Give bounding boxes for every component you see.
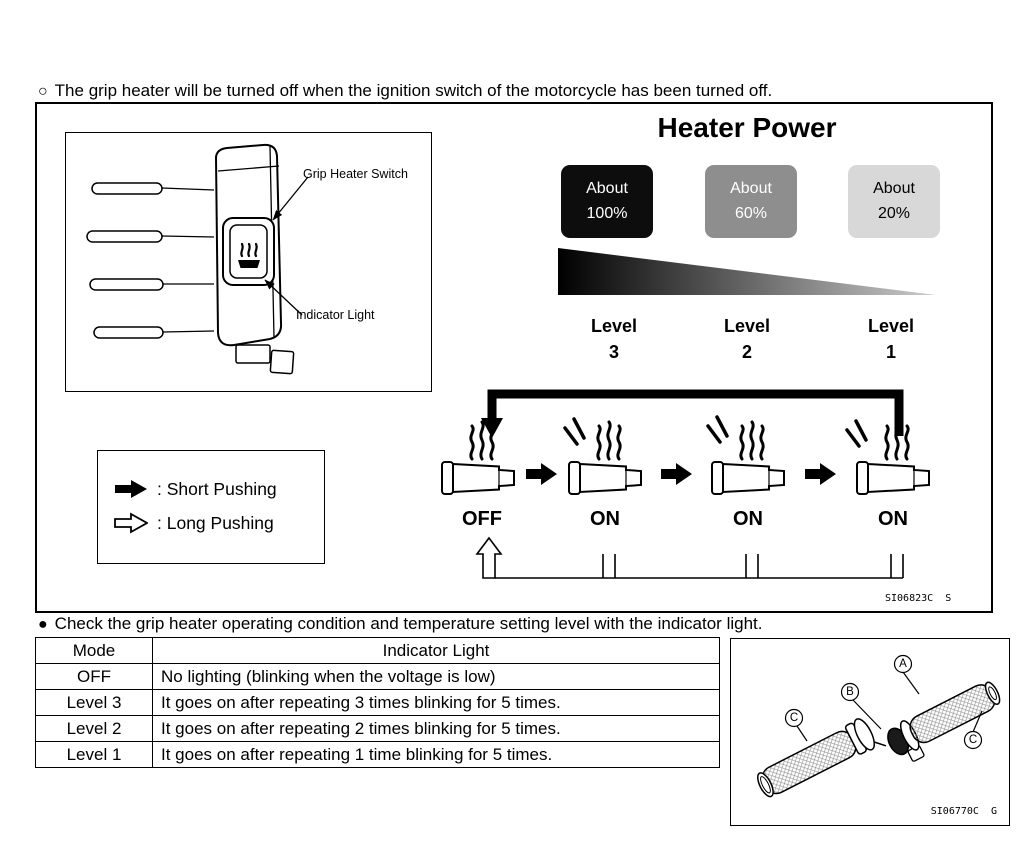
indicator-cell: No lighting (blinking when the voltage i… (152, 663, 720, 690)
callout-a-leader (902, 671, 920, 695)
power-box-20: About 20% (848, 165, 940, 238)
power-box-60-word: About (730, 180, 772, 197)
blink-marks-icon (563, 417, 586, 446)
power-box-20-value: 20% (877, 205, 911, 222)
check-note: ● Check the grip heater operating condit… (38, 614, 762, 634)
heater-power-figure: Grip Heater Switch Indicator Light Heate… (35, 102, 993, 613)
callout-b-letter: B (846, 686, 854, 698)
power-box-100-value: 100% (586, 205, 628, 222)
right-grip-drawing (887, 681, 1001, 762)
col-header-indicator-light: Indicator Light (152, 637, 720, 664)
callout-c2-leader (972, 710, 983, 733)
short-push-arrow-icon (115, 480, 147, 498)
push-legend: : Short Pushing : Long Pushing (97, 450, 325, 564)
callout-a: A (893, 654, 913, 674)
state-on-3-label: ON (878, 508, 908, 530)
state-on-1-label: ON (590, 508, 620, 530)
left-grip-drawing (757, 718, 887, 798)
grip-level2-icon (710, 420, 786, 496)
heater-power-title: Heater Power (657, 112, 837, 143)
state-on-2-label: ON (733, 508, 763, 530)
power-box-100: About 100% (561, 165, 653, 238)
level-3-num: 3 (608, 342, 619, 362)
top-note: ○ The grip heater will be turned off whe… (38, 81, 772, 101)
long-push-label: : Long Pushing (157, 512, 274, 533)
level-1-label: Level 1 (846, 313, 936, 365)
switch-diagram-box: Grip Heater Switch Indicator Light (65, 132, 432, 392)
grip-heater-switch-label: Grip Heater Switch (303, 167, 408, 181)
long-push-return-stubs (602, 554, 904, 578)
short-push-label: : Short Pushing (157, 478, 277, 499)
callout-b-leader (852, 699, 882, 730)
mode-cell: Level 1 (35, 741, 153, 768)
callout-c1: C (784, 708, 804, 728)
col-header-mode: Mode (35, 637, 153, 664)
legend-short-row: : Short Pushing (114, 472, 324, 506)
heater-symbol-icon (238, 242, 260, 268)
callout-c1-leader (796, 725, 808, 742)
mode-cell: Level 3 (35, 689, 153, 716)
long-push-arrow-icon (475, 536, 503, 579)
short-push-arrow-icon (526, 463, 557, 485)
callout-a-letter: A (899, 658, 907, 670)
power-gradient-wedge (558, 248, 936, 295)
figure-code-heater: SI06823C S (885, 593, 952, 604)
level-2-word: Level (723, 316, 771, 336)
check-note-text: Check the grip heater operating conditio… (54, 614, 763, 633)
power-box-20-word: About (873, 180, 915, 197)
legend-long-row: : Long Pushing (114, 506, 324, 540)
filled-circle-bullet: ● (38, 616, 48, 633)
figure-code-grips: SI06770C G (930, 806, 997, 817)
indicator-cell: It goes on after repeating 1 time blinki… (152, 741, 720, 768)
power-box-100-word: About (586, 180, 628, 197)
power-box-60: About 60% (705, 165, 797, 238)
leader-lines (264, 176, 309, 316)
table-row: Level 2 It goes on after repeating 2 tim… (35, 715, 720, 742)
grip-off-icon (440, 420, 516, 496)
level-2-label: Level 2 (702, 313, 792, 365)
short-push-arrow-icon (661, 463, 692, 485)
mode-cell: OFF (35, 663, 153, 690)
callout-c2: C (963, 730, 983, 750)
callout-b: B (840, 682, 860, 702)
switching-flow-diagram (440, 389, 931, 579)
level-3-label: Level 3 (569, 313, 659, 365)
power-box-60-value: 60% (734, 205, 768, 222)
level-1-num: 1 (885, 342, 896, 362)
callout-c1-letter: C (790, 712, 798, 724)
grip-level1-icon (855, 420, 931, 496)
switch-drawing (86, 143, 309, 375)
level-3-word: Level (590, 316, 638, 336)
table-header-row: Mode Indicator Light (35, 637, 720, 664)
indicator-cell: It goes on after repeating 2 times blink… (152, 715, 720, 742)
hollow-circle-bullet: ○ (38, 83, 48, 100)
short-push-arrow-icon (805, 463, 836, 485)
grip-parts-figure: A B C C SI06770C G (730, 638, 1010, 826)
level-select-path (487, 389, 904, 436)
callout-c2-letter: C (969, 734, 977, 746)
level-1-word: Level (867, 316, 915, 336)
long-push-arrow-icon (114, 512, 148, 534)
table-row: Level 1 It goes on after repeating 1 tim… (35, 741, 720, 768)
table-row: OFF No lighting (blinking when the volta… (35, 663, 720, 690)
blink-marks-icon (706, 415, 729, 444)
top-note-text: The grip heater will be turned off when … (54, 81, 773, 100)
blink-marks-icon (845, 419, 868, 448)
grip-parts-drawing: A B C C (757, 654, 1001, 798)
state-off-label: OFF (462, 508, 502, 530)
level-2-num: 2 (741, 342, 752, 362)
mode-cell: Level 2 (35, 715, 153, 742)
handlebar-levers (86, 182, 215, 339)
indicator-table: Mode Indicator Light OFF No lighting (bl… (35, 637, 720, 768)
indicator-cell: It goes on after repeating 3 times blink… (152, 689, 720, 716)
indicator-light-label: Indicator Light (296, 308, 375, 322)
table-row: Level 3 It goes on after repeating 3 tim… (35, 689, 720, 716)
